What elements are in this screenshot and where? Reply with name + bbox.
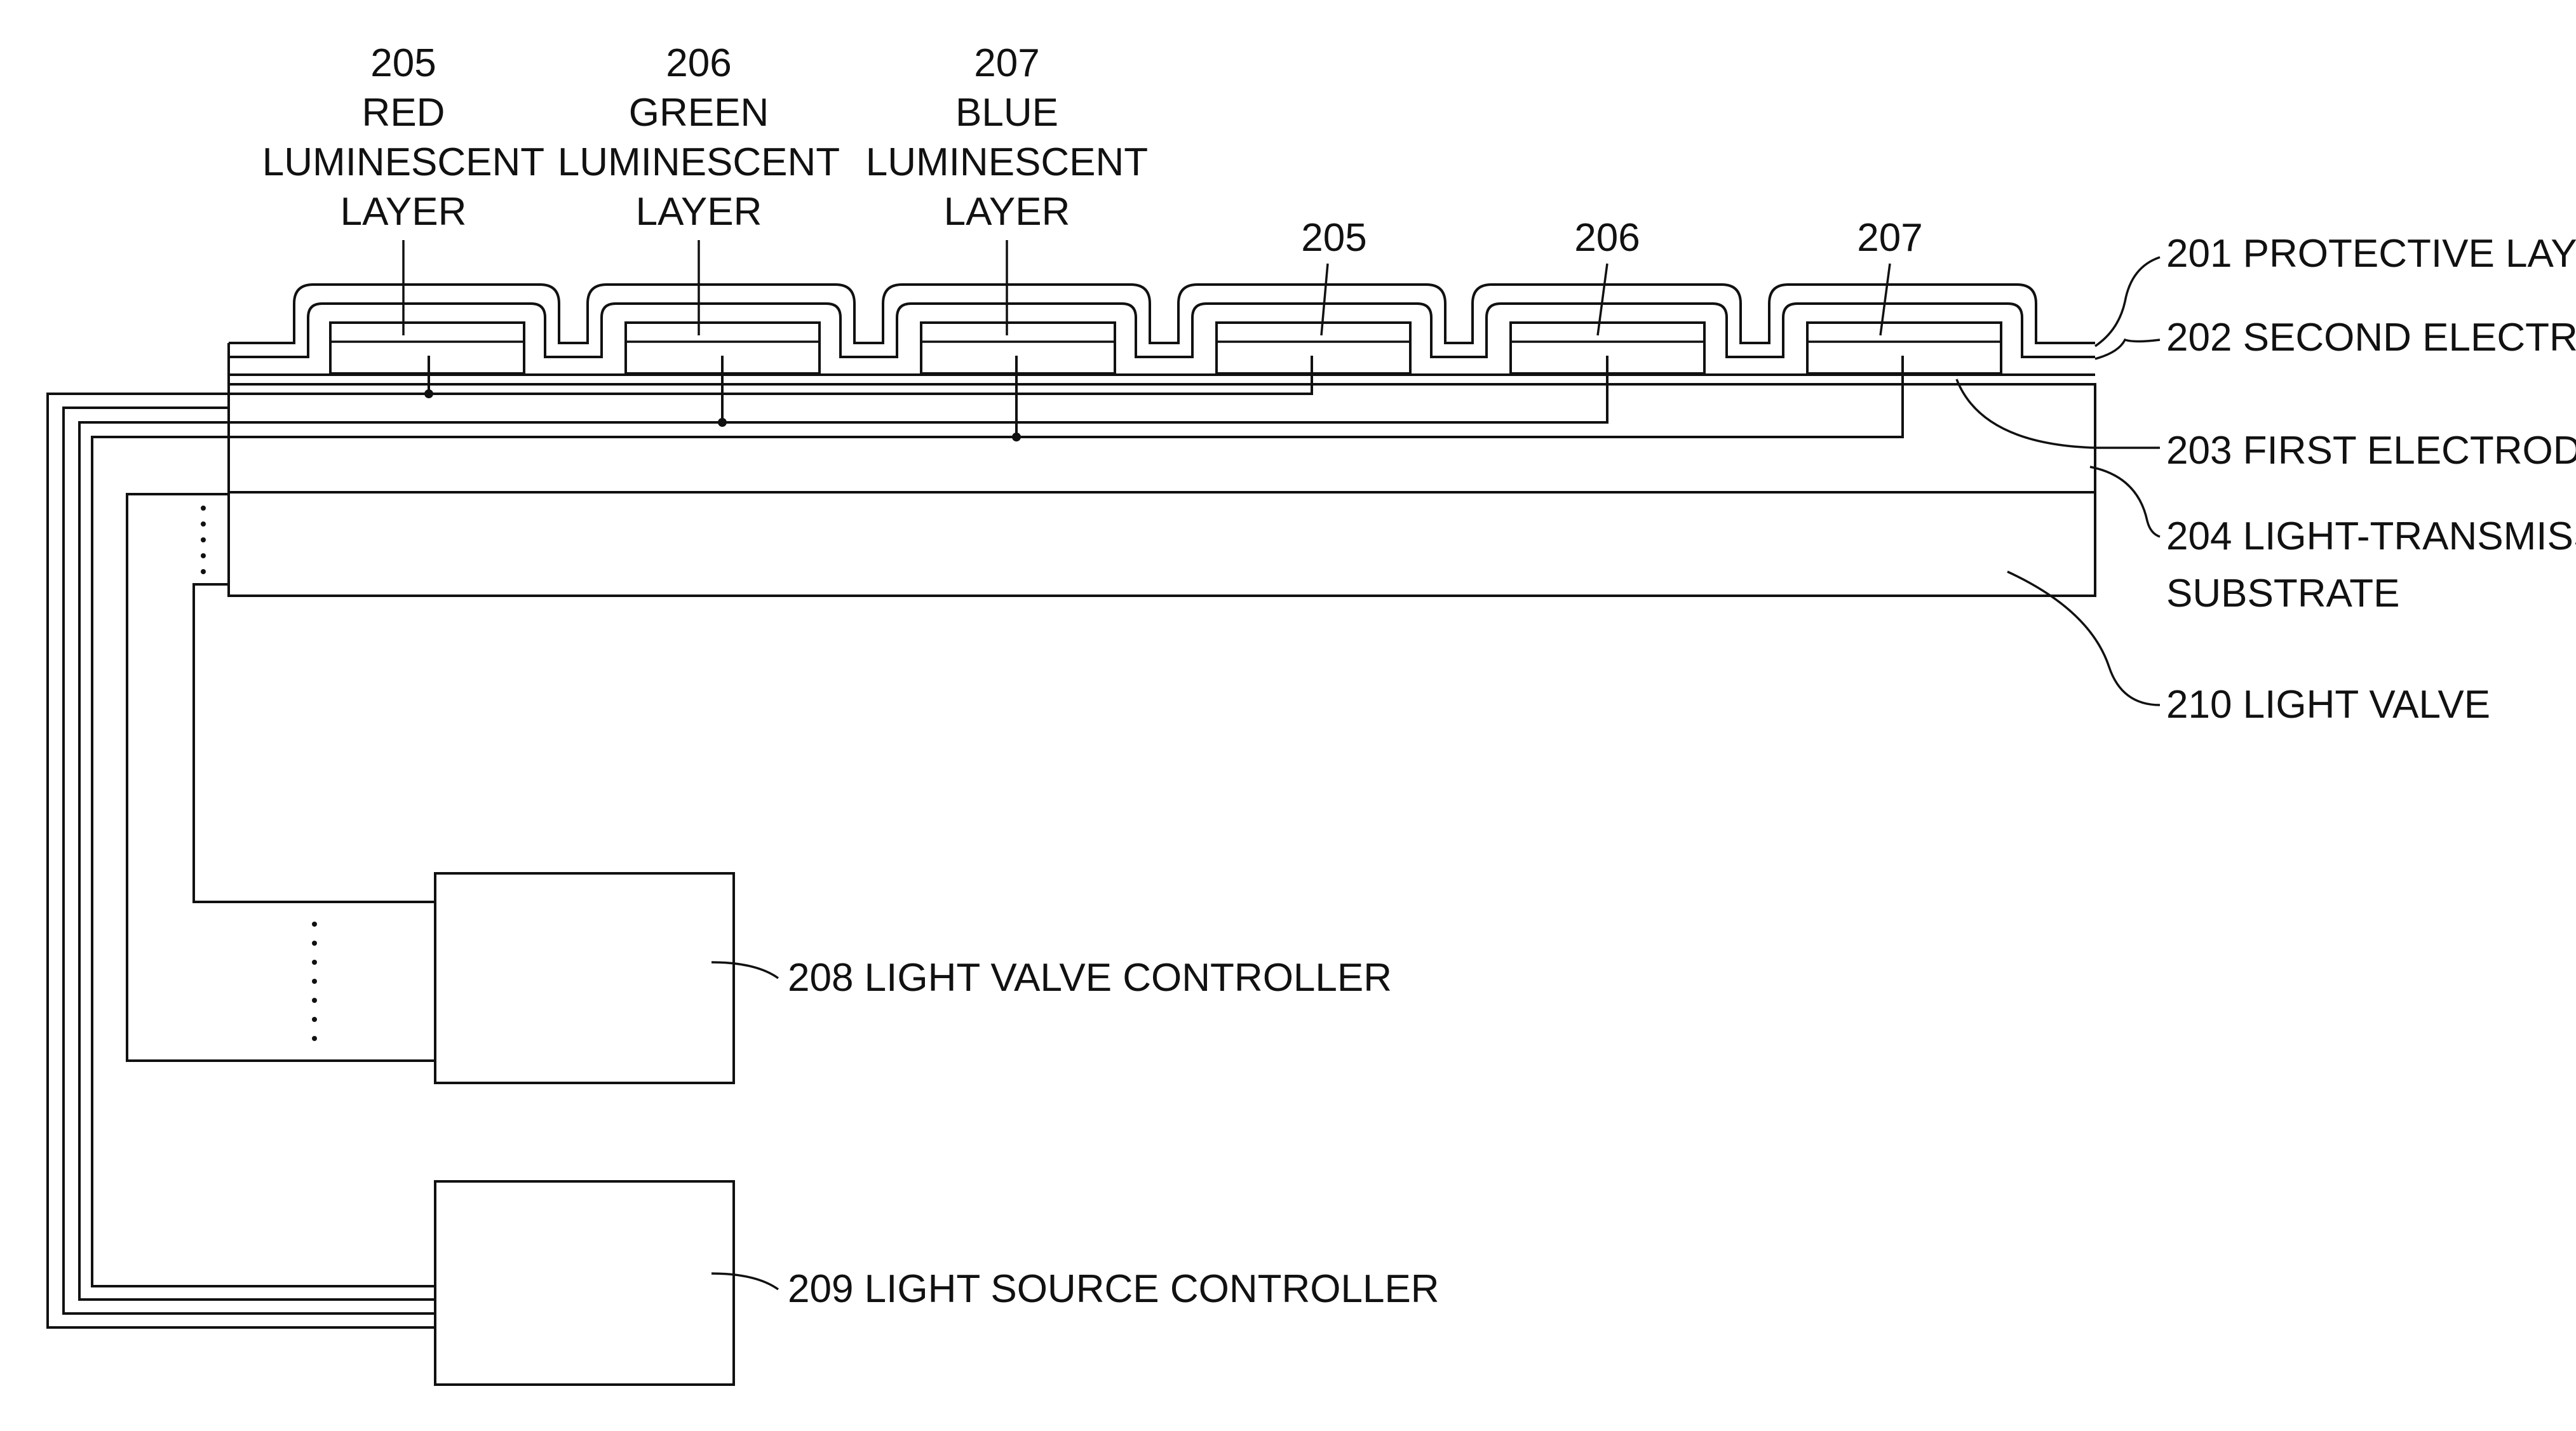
light-source-controller-box [435,1181,734,1385]
light-source-controller-leader [711,1273,778,1289]
svg-text:206: 206 [666,41,731,85]
svg-text:LUMINESCENT: LUMINESCENT [866,140,1148,184]
svg-text:207: 207 [974,41,1039,85]
second-electrode-label: 202 SECOND ELECTRODE [2166,316,2576,359]
light-valve-controller-box [435,873,734,1083]
blue-luminescent-layer [921,323,1115,373]
right-leader-lines [1957,257,2160,705]
substrate-label: 204 LIGHT-TRANSMISSIVE [2166,514,2576,558]
svg-text:LAYER: LAYER [944,190,1070,234]
wire-continuation-dots [201,506,317,1041]
blue-layer-label: 207 BLUE LUMINESCENT LAYER [866,41,1148,234]
red-luminescent-layer-2 [1217,323,1410,373]
second-electrode [229,304,2095,357]
blue-luminescent-layer-2 [1807,323,2001,373]
svg-text:LAYER: LAYER [636,190,762,234]
protective-layer-label: 201 PROTECTIVE LAYER [2166,232,2576,276]
electrode-wiring [48,356,1903,1327]
svg-text:LAYER: LAYER [341,190,467,234]
light-valve [229,492,2095,596]
light-valve-controller-leader [711,962,778,978]
svg-text:BLUE: BLUE [955,91,1058,135]
first-electrode-label: 203 FIRST ELECTRODE [2166,429,2576,473]
svg-text:205: 205 [370,41,436,85]
svg-text:GREEN: GREEN [629,91,769,135]
blue-layer-label-2: 207 [1857,216,1922,260]
green-layer-label: 206 GREEN LUMINESCENT LAYER [558,41,840,234]
top-leader-lines [403,240,1890,335]
light-valve-wiring [127,494,435,1061]
svg-text:RED: RED [362,91,445,135]
substrate-label-2: SUBSTRATE [2166,572,2399,615]
red-luminescent-layer [330,323,524,373]
svg-text:LUMINESCENT: LUMINESCENT [558,140,840,184]
luminescent-layers [330,323,2001,373]
svg-text:LUMINESCENT: LUMINESCENT [262,140,544,184]
light-source-controller-label: 209 LIGHT SOURCE CONTROLLER [788,1267,1440,1311]
red-layer-label-2: 205 [1301,216,1366,260]
green-layer-label-2: 206 [1574,216,1640,260]
light-valve-label: 210 LIGHT VALVE [2166,683,2490,727]
light-valve-controller-label: 208 LIGHT VALVE CONTROLLER [788,956,1392,1000]
protective-layer [229,285,2095,343]
red-layer-label: 205 RED LUMINESCENT LAYER [262,41,544,234]
